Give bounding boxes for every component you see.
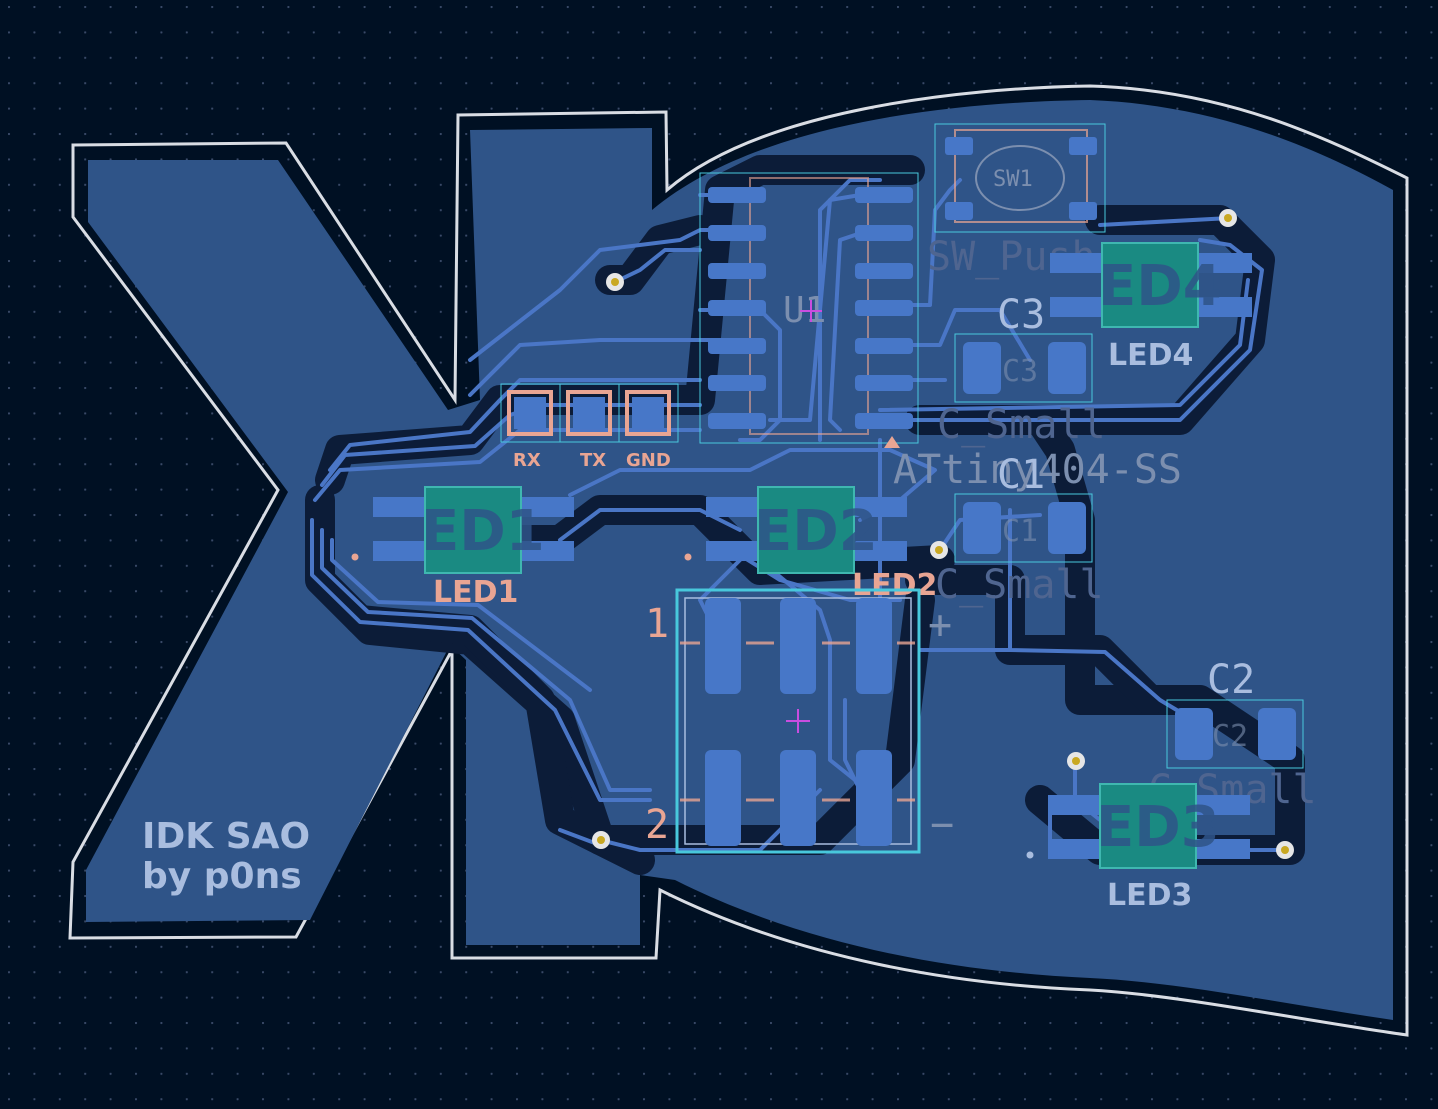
sw1-ref-label: SW1 <box>993 167 1033 192</box>
led3-ref-label: LED3 <box>1107 878 1192 913</box>
led3-footprint[interactable]: ED3 LED3 <box>1048 783 1250 913</box>
c1-fab-label: C1 <box>1002 514 1038 549</box>
c2-ref-label: C2 <box>1207 657 1255 703</box>
c1-footprint[interactable]: C1 C1 C_Small <box>935 452 1104 608</box>
header-label-gnd: GND <box>626 450 671 471</box>
battery-courtyard <box>675 588 921 854</box>
battery-pads <box>705 598 892 846</box>
board-author: by p0ns <box>142 856 302 897</box>
header-pad-tx <box>566 390 612 436</box>
c3-courtyard <box>954 333 1093 403</box>
battery-pin1-label: 1 <box>645 601 669 647</box>
led2-body <box>757 486 855 574</box>
u1-pads <box>708 187 913 429</box>
u1-pin1-marker <box>884 436 900 448</box>
u1-footprint[interactable]: U1 ATtiny404-SS <box>699 172 1182 493</box>
u1-courtyard <box>699 172 919 444</box>
led2-pad-label: ED2 <box>754 499 878 564</box>
header-label-rx: RX <box>513 450 541 471</box>
c2-footprint[interactable]: C2 C2 C_Small <box>1148 657 1317 813</box>
vias <box>592 209 1294 859</box>
c3-footprint[interactable]: C3 C3 C_Small <box>937 292 1106 448</box>
led2-ref-label: LED2 <box>852 568 937 603</box>
c1-ref-label: C1 <box>997 452 1045 498</box>
via <box>1067 752 1085 770</box>
u1-center-cross <box>800 300 822 322</box>
header-pad-gnd <box>625 390 671 436</box>
board-outline <box>68 84 1409 1037</box>
header-pad-rx <box>507 390 553 436</box>
battery-center-cross <box>786 709 810 733</box>
led4-body <box>1101 242 1199 328</box>
battery-footprint[interactable]: 1 2 + − <box>645 588 954 854</box>
header-label-tx: TX <box>580 450 606 471</box>
via <box>1219 209 1237 227</box>
c3-value-label: C_Small <box>937 402 1106 448</box>
header-courtyard <box>500 383 679 443</box>
u1-value-label: ATtiny404-SS <box>893 447 1182 493</box>
c3-ref-label: C3 <box>997 292 1045 338</box>
via <box>606 273 624 291</box>
led4-pad-label: ED4 <box>1098 254 1222 319</box>
led4-ref-label: LED4 <box>1108 338 1193 373</box>
c2-courtyard <box>1166 699 1304 769</box>
sw1-pads <box>945 137 1097 220</box>
battery-plus-label: + <box>928 602 952 648</box>
led3-body <box>1099 783 1197 869</box>
pin1-dots <box>351 553 1034 859</box>
header-footprint[interactable]: RX TX GND <box>500 383 679 471</box>
led4-footprint[interactable]: ED4 LED4 <box>1050 242 1252 373</box>
via <box>1276 841 1294 859</box>
board-title: IDK SAO <box>142 816 310 857</box>
c1-value-label: C_Small <box>935 562 1104 608</box>
led3-pad-label: ED3 <box>1096 795 1220 860</box>
led1-body <box>424 486 522 574</box>
sw1-courtyard <box>934 123 1106 233</box>
led1-footprint[interactable]: ED1 LED1 <box>373 486 574 610</box>
battery-minus-label: − <box>930 802 954 848</box>
battery-pin2-label: 2 <box>645 802 669 848</box>
c3-fab-label: C3 <box>1002 354 1038 389</box>
led1-pad-label: ED1 <box>421 499 545 564</box>
c1-courtyard <box>954 493 1093 563</box>
c2-fab-label: C2 <box>1212 719 1248 754</box>
led2-footprint[interactable]: ED2 LED2 <box>706 486 937 603</box>
led1-ref-label: LED1 <box>433 575 518 610</box>
via <box>592 831 610 849</box>
via <box>930 541 948 559</box>
